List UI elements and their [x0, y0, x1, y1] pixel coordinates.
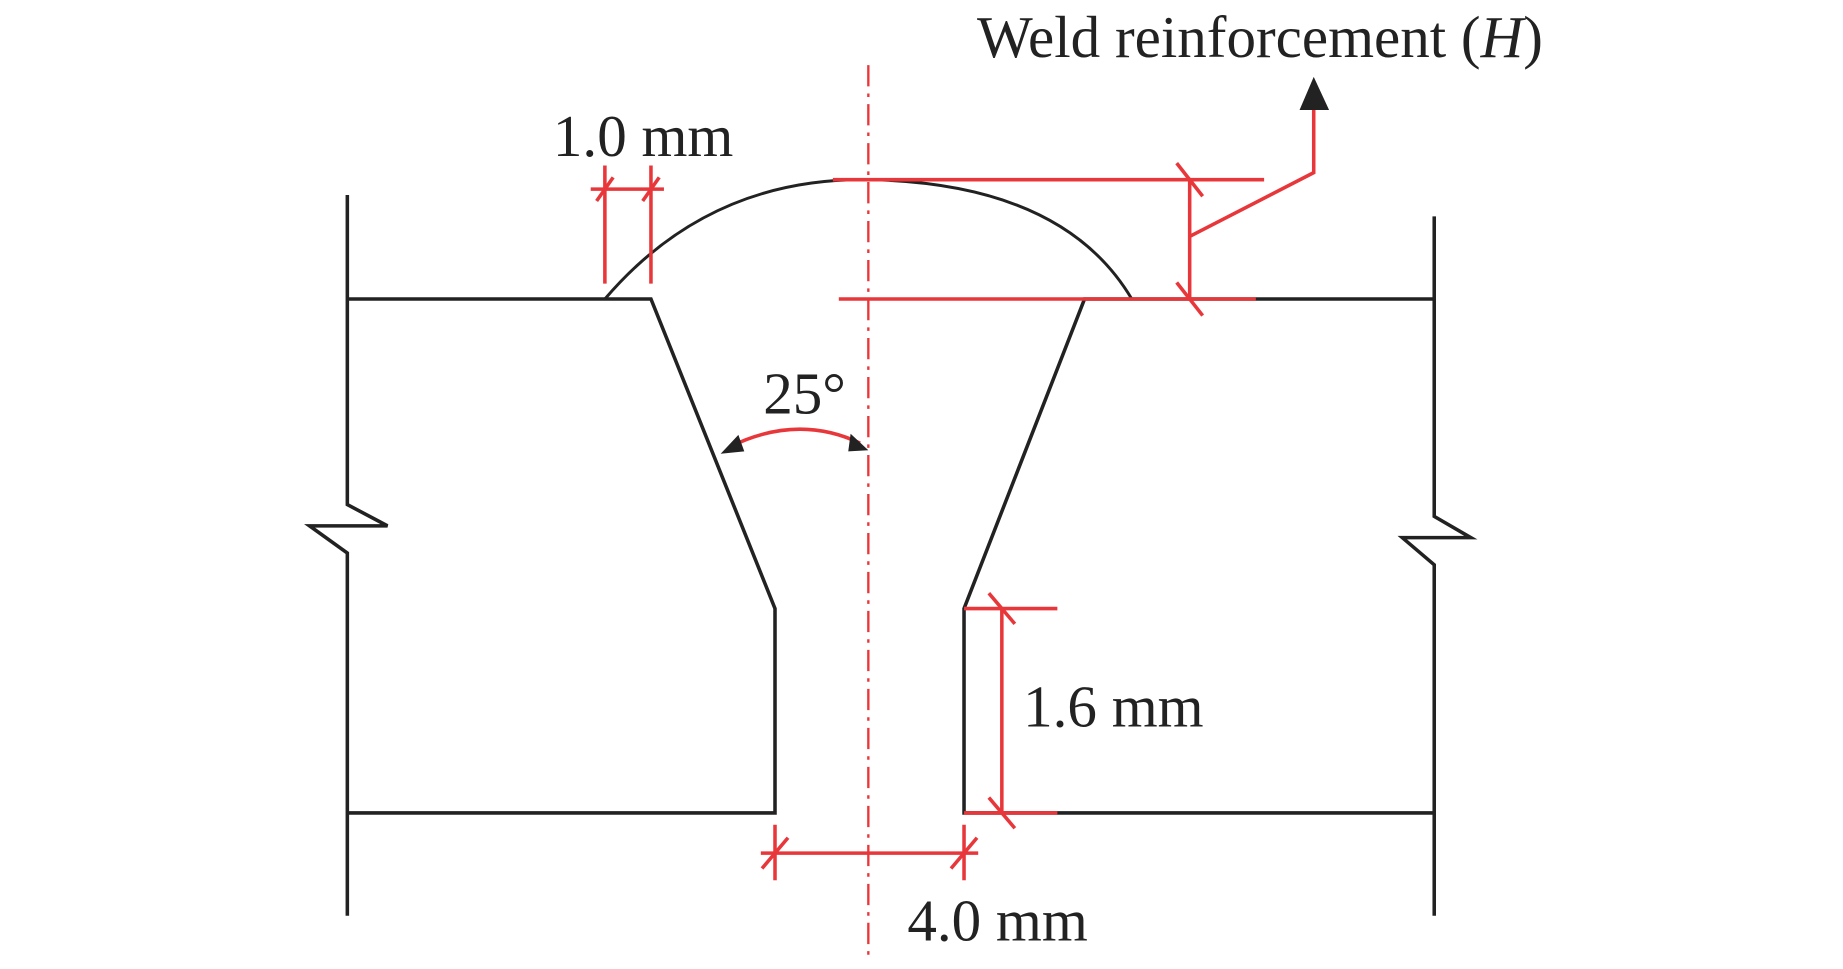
root-gap-dimension — [760, 824, 979, 881]
groove-angle-dimension — [720, 427, 869, 454]
groove-angle-label: 25° — [763, 361, 846, 427]
left-plate — [304, 195, 777, 916]
root-face-offset-dimension — [590, 165, 664, 284]
root-face-offset-label: 1.0 mm — [553, 103, 734, 169]
right-plate — [962, 216, 1478, 916]
root-face-height-label: 1.6 mm — [1023, 674, 1204, 740]
root-face-height-dimension — [964, 592, 1058, 830]
root-gap-label: 4.0 mm — [907, 888, 1088, 954]
arrow-up-icon — [1299, 76, 1330, 110]
weld-reinforcement-label: Weld reinforcement (H) — [977, 4, 1543, 70]
reinforcement-dimension — [832, 76, 1330, 317]
